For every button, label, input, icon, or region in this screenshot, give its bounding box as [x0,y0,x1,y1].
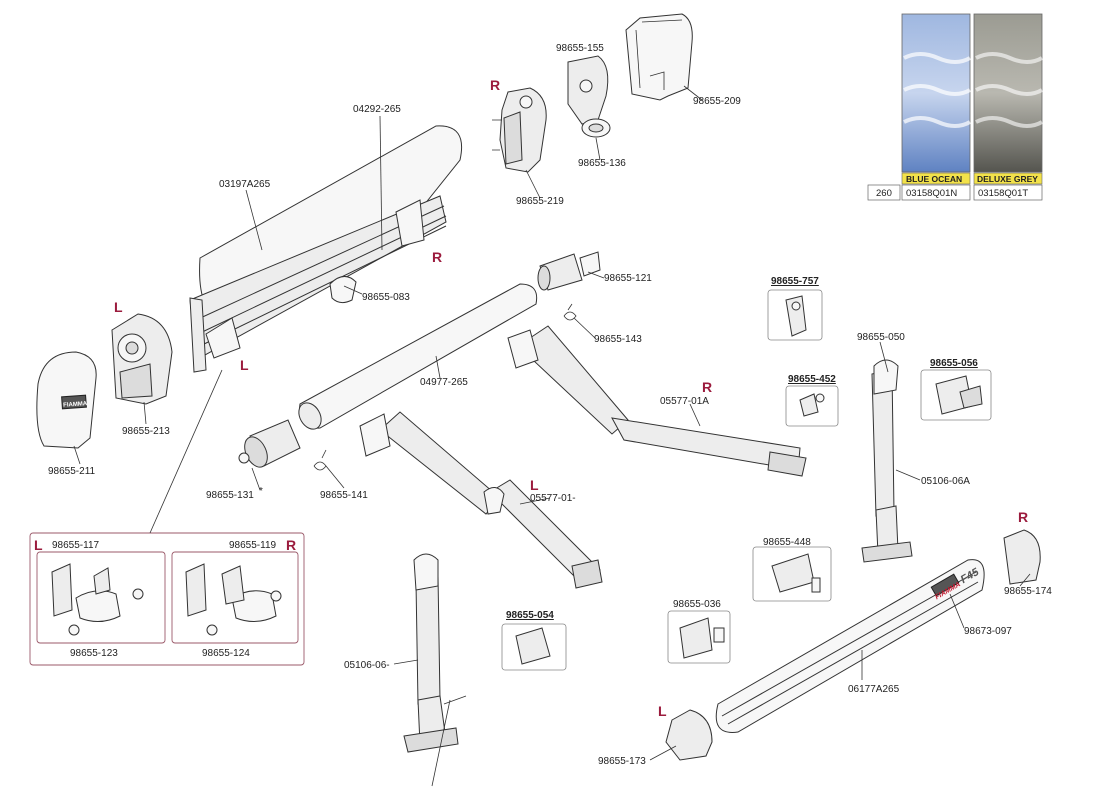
right-arm-05577-01A [507,325,807,477]
label-98655-050: 98655-050 [857,332,905,343]
label-98655-452: 98655-452 [788,374,836,385]
side-mark-left: L [114,299,123,315]
rafter-kit-98655-448 [771,553,821,593]
label-04977-265: 04977-265 [420,377,468,388]
label-98655-117: 98655-117 [52,540,100,551]
clip-98655-452 [799,393,825,417]
roller-tube-04977-265 [298,283,538,430]
swatch-name-blue-ocean: BLUE OCEAN [906,174,962,184]
label-98655-131: 98655-131 [206,490,254,501]
label-98655-757: 98655-757 [771,276,819,287]
spring-98655-141 [313,449,327,471]
side-mark-right: R [1018,509,1028,525]
roller-plug-98655-121 [537,251,601,291]
label-98655-036: 98655-036 [673,599,721,610]
side-mark-right: R [702,379,712,395]
part-labels: 98655-155 98655-209 98655-136 98655-219 … [48,43,1052,767]
label-98655-121: 98655-121 [604,273,652,284]
label-98655-119: 98655-119 [229,540,277,551]
awning-case-03197A265 [189,125,462,373]
label-98655-056: 98655-056 [930,358,978,369]
label-98655-141: 98655-141 [320,490,368,501]
front-bar-06177A265 [715,559,985,733]
bracket-98655-036 [679,617,725,659]
left-cover-98655-211 [36,351,97,449]
side-marks: R R L L R L R L R L [34,77,1028,719]
left-foot-98655-173 [665,709,713,761]
label-04292-265: 04292-265 [353,104,401,115]
label-98655-174: 98655-174 [1004,586,1052,597]
label-98655-131-mark: * [259,486,263,497]
fabric-table: BLUE OCEAN DELUXE GREY 260 03158Q01N 031… [867,13,1043,201]
fabric-size: 260 [876,188,892,199]
right-leg-05106-06A [861,359,913,563]
swatch-name-deluxe-grey: DELUXE GREY [977,174,1038,184]
label-98655-124: 98655-124 [202,648,250,659]
label-05577-01: 05577-01- [530,493,576,504]
swatch-code-deluxe-grey: 03158Q01T [978,188,1028,199]
left-leg-05106-06 [403,553,467,787]
label-98655-219: 98655-219 [516,196,564,207]
side-mark-right: R [490,77,500,93]
bracket-98655-757 [785,295,807,337]
kit-detail-panel [29,369,305,666]
side-mark-left: L [530,477,539,493]
bracket-98655-056 [935,375,983,415]
side-mark-right: R [432,249,442,265]
spring-98655-143 [563,303,577,321]
label-05577-01A: 05577-01A [660,396,709,407]
label-06177A265: 06177A265 [848,684,900,695]
end-cap-cover-98655-209 [625,13,693,101]
side-mark-left: L [240,357,249,373]
end-cap-bracket-98655-155 [567,55,611,138]
label-05106-06A: 05106-06A [921,476,970,487]
label-98655-083: 98655-083 [362,292,410,303]
label-98655-136: 98655-136 [578,158,626,169]
label-98655-054: 98655-054 [506,610,554,621]
bracket-98655-054 [515,627,551,665]
right-end-cap-98655-219 [492,87,547,173]
side-mark-left: L [34,537,43,553]
left-arm-05577-01 [359,411,603,589]
swatch-code-blue-ocean: 03158Q01N [906,188,957,199]
brand-logo-cover: FIAMMA [63,401,88,409]
side-mark-left: L [658,703,667,719]
label-98655-123: 98655-123 [70,648,118,659]
right-foot-98655-174 [1003,529,1041,585]
label-98655-155: 98655-155 [556,43,604,54]
hardware-boxes [501,289,992,671]
roller-end-98655-131 [238,419,301,468]
label-03197A265: 03197A265 [219,179,271,190]
label-98655-448: 98655-448 [763,537,811,548]
left-end-cap-98655-213 [111,313,173,405]
label-98655-213: 98655-213 [122,426,170,437]
leader-lines [73,85,1031,761]
label-98655-211: 98655-211 [48,466,96,477]
label-98655-209: 98655-209 [693,96,741,107]
side-mark-right: R [286,537,296,553]
label-98673-097: 98673-097 [964,626,1012,637]
label-98655-143: 98655-143 [594,334,642,345]
label-98655-173: 98655-173 [598,756,646,767]
label-05106-06: 05106-06- [344,660,390,671]
